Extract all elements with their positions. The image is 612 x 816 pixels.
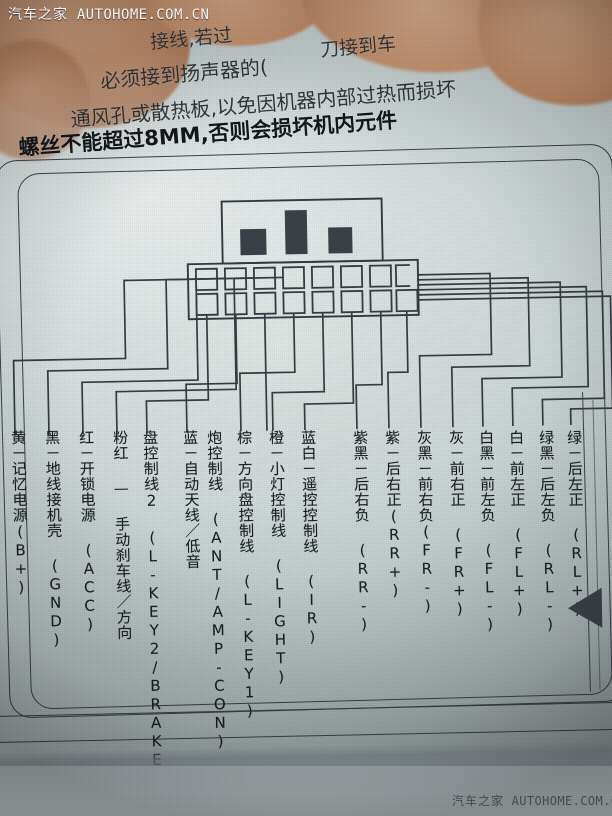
wire-route-10: [303, 312, 355, 431]
wire-label-10: 紫黑－后右负 (RR-): [351, 429, 374, 634]
wire-route-16: [417, 285, 590, 427]
wire-route-12: [387, 311, 409, 429]
wire-label-3: 粉红 — 手动刹车线／方向: [111, 429, 134, 641]
wire-route-6: [185, 314, 238, 433]
plug-tab-left: [240, 228, 267, 256]
wire-route-11: [355, 311, 383, 430]
plug-tab-right: [328, 227, 353, 254]
wire-route-17: [417, 290, 606, 426]
wire-label-15: 白－前左正 (FL+): [507, 429, 529, 619]
connector-shell: [186, 258, 420, 321]
wire-label-0: 黄－记忆电源(B+): [9, 429, 31, 597]
wire-route-3: [81, 277, 255, 435]
wire-route-4: [115, 276, 284, 434]
wire-label-11: 紫－后右正(RR+): [383, 429, 405, 600]
wire-route-8: [238, 313, 296, 432]
wire-route-14: [417, 276, 531, 428]
table-surface-band: [0, 766, 612, 816]
wire-route-2: [46, 277, 226, 435]
wire-route-18: [417, 295, 612, 425]
wire-label-1: 黑－地线接机壳 (GND): [43, 429, 66, 650]
wire-route-13: [416, 272, 493, 428]
wire-label-9: 蓝白－遥控控制线 (IR): [299, 429, 322, 647]
connector-pins: [194, 264, 419, 317]
wire-route-9: [271, 312, 326, 431]
wire-label-12: 灰黑－前右负(FR-): [415, 429, 437, 616]
plug-tab-center: [284, 209, 308, 255]
wire-label-16: 绿黑－后左负 (RL-): [537, 429, 560, 634]
wire-route-15: [417, 281, 563, 427]
wire-route-5: [145, 314, 210, 434]
wire-label-8: 橙－小灯控制线 (LIGHT): [267, 429, 291, 687]
page-direction-arrow: [567, 587, 603, 629]
wire-label-2: 红－开锁电源 (ACC): [77, 429, 100, 634]
wire-label-5: 蓝－自动天线／低音: [181, 429, 202, 570]
wire-label-14: 白黑－前左负 (FL-): [477, 429, 500, 634]
wire-label-13: 灰－前右正 (FR+): [447, 429, 469, 619]
wire-route-1: [12, 278, 197, 436]
